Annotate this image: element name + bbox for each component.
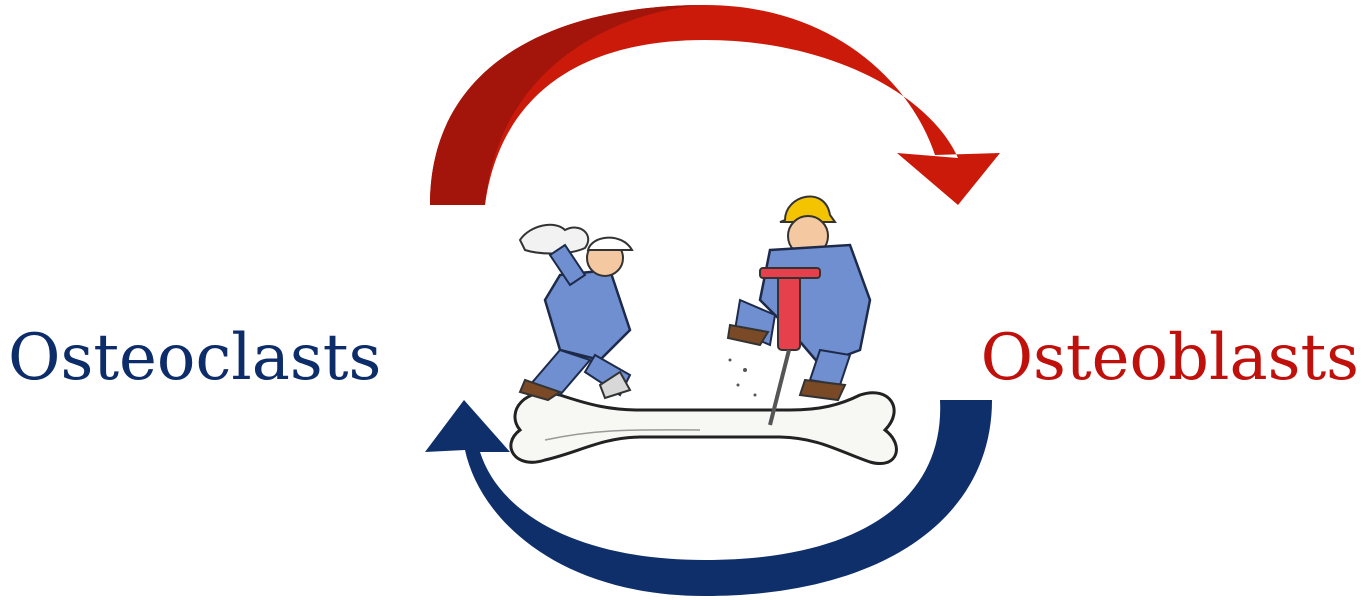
workers-on-bone-illustration <box>511 196 897 463</box>
osteoblast-worker-icon <box>728 196 870 425</box>
osteoclast-worker-icon <box>520 225 632 400</box>
bone-icon <box>511 393 897 464</box>
clockwise-arrow-icon <box>430 5 1000 205</box>
